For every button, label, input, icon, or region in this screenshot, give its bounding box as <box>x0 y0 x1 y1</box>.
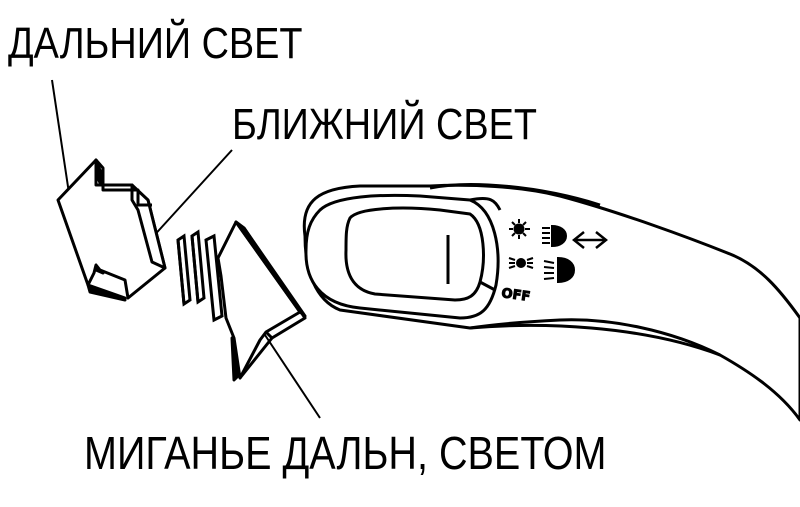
label-low-beam: БЛИЖНИЙ СВЕТ <box>232 100 537 149</box>
headlight-icon <box>542 224 568 248</box>
label-high-beam: ДАЛЬНИЙ СВЕТ <box>8 19 303 68</box>
flash-arrow-icon <box>216 220 307 382</box>
leader-high-beam <box>51 79 71 201</box>
parking-light-icon <box>508 257 534 269</box>
leader-low-beam <box>149 149 233 241</box>
switch-markings: OFF <box>500 219 609 305</box>
low-beam-plates-icon <box>176 229 224 323</box>
fog-light-icon <box>543 256 576 284</box>
label-flash: МИГАНЬЕ ДАЛЬН, СВЕТОМ <box>84 427 607 479</box>
sun-light-icon <box>509 219 530 239</box>
rotary-knob[interactable] <box>304 193 502 320</box>
off-mark: OFF <box>500 286 531 305</box>
turn-arrows-icon <box>571 231 609 249</box>
leader-flash <box>264 334 321 419</box>
high-beam-arrow-icon <box>56 158 167 302</box>
leader-lines <box>51 79 321 419</box>
